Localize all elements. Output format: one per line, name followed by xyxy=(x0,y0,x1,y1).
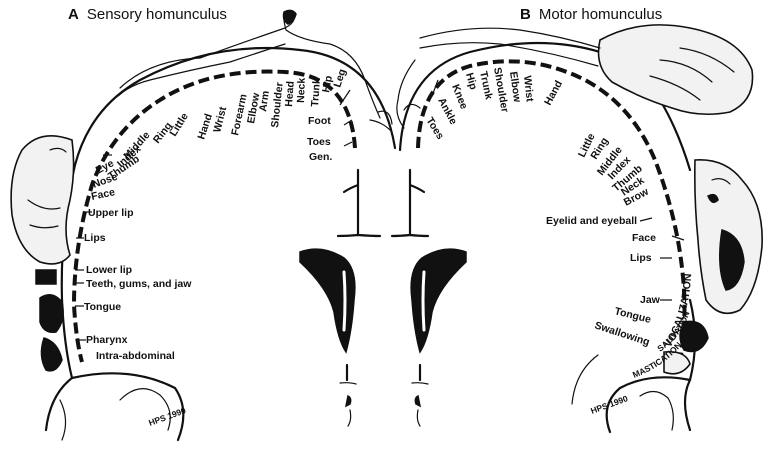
motor-label-lips: Lips xyxy=(630,252,652,264)
sensory-label-face: Face xyxy=(90,186,116,203)
motor-signature: HPS 1990 xyxy=(589,393,629,416)
sensory-panel-title-text: Sensory homunculus xyxy=(86,6,227,23)
sensory-homunculus-body xyxy=(10,9,393,372)
sensory-medial-label-group: Foot Toes Gen. xyxy=(307,115,332,163)
sensory-label-elbow: Elbow xyxy=(245,91,262,124)
sensory-label-head: Head xyxy=(283,81,297,107)
motor-panel-title-text: Motor homunculus xyxy=(538,6,663,23)
sensory-label-trunk: Trunk xyxy=(309,78,323,108)
motor-label-hip: Hip xyxy=(463,72,479,92)
midline-section xyxy=(299,168,467,427)
motor-label-face: Face xyxy=(632,232,656,244)
motor-panel-title: B Motor homunculus xyxy=(520,6,662,23)
motor-lateral-label-group: Eyelid and eyeball Face Lips Jaw Tongue … xyxy=(546,215,661,349)
sensory-label-pharynx: Pharynx xyxy=(86,334,128,346)
motor-cortex-dashed-line xyxy=(416,59,687,361)
motor-label-trunk: Trunk xyxy=(477,70,495,101)
motor-label-tongue: Tongue xyxy=(613,305,652,326)
sensory-lateral-label-group: Upper lip Lips Lower lip Teeth, gums, an… xyxy=(84,207,192,362)
sensory-arc-label-ticks xyxy=(75,89,353,341)
motor-tongue-figure xyxy=(679,320,709,353)
motor-homunculus-body xyxy=(396,24,763,375)
sensory-signature: HPS 1990 xyxy=(147,405,187,428)
sensory-label-hip: Hip xyxy=(320,75,335,94)
sensory-label-wrist: Wrist xyxy=(211,105,229,134)
sensory-label-teeth-gums-jaw: Teeth, gums, and jaw xyxy=(86,278,192,290)
sensory-label-toes: Toes xyxy=(307,136,331,148)
sensory-label-intra-abdominal: Intra-abdominal xyxy=(96,350,175,362)
sensory-label-upper-lip: Upper lip xyxy=(88,207,134,219)
sensory-face-figure xyxy=(10,134,75,265)
motor-label-toes: Toes xyxy=(423,115,446,142)
motor-arc-label-ticks xyxy=(431,79,685,301)
motor-hand-label-group: Little Ring Middle Index Thumb Neck Brow xyxy=(576,131,651,208)
motor-hemisphere-outline xyxy=(398,41,697,434)
motor-panel-letter: B xyxy=(520,6,531,23)
sensory-label-lower-lip: Lower lip xyxy=(86,264,132,276)
sensory-label-shoulder: Shoulder xyxy=(269,82,286,129)
sensory-label-arm: Arm xyxy=(257,90,272,112)
motor-label-eyelid-eyeball: Eyelid and eyeball xyxy=(546,215,637,227)
sensory-panel-title: A Sensory homunculus xyxy=(68,6,227,23)
left-ventricle-shape xyxy=(299,248,356,354)
sensory-label-gen: Gen. xyxy=(309,151,332,163)
motor-hand-figure xyxy=(597,24,754,116)
motor-label-elbow: Elbow xyxy=(507,71,523,104)
sensory-label-leg: Leg xyxy=(331,67,348,88)
sensory-hemisphere-outline xyxy=(44,46,397,442)
sensory-panel-letter: A xyxy=(68,6,79,23)
sensory-label-tongue: Tongue xyxy=(84,301,121,313)
motor-label-jaw: Jaw xyxy=(640,294,661,306)
sensory-cortex-dashed-line xyxy=(71,69,357,363)
right-ventricle-shape xyxy=(410,248,467,354)
motor-label-hand: Hand xyxy=(542,79,565,108)
sensory-label-foot: Foot xyxy=(308,115,331,127)
motor-arc-label-group: Ankle Toes Knee Hip Trunk Shoulder Elbow… xyxy=(423,66,565,141)
motor-label-wrist: Wrist xyxy=(521,75,536,103)
sensory-label-lips: Lips xyxy=(84,232,106,244)
sensory-label-neck: Neck xyxy=(295,77,308,103)
